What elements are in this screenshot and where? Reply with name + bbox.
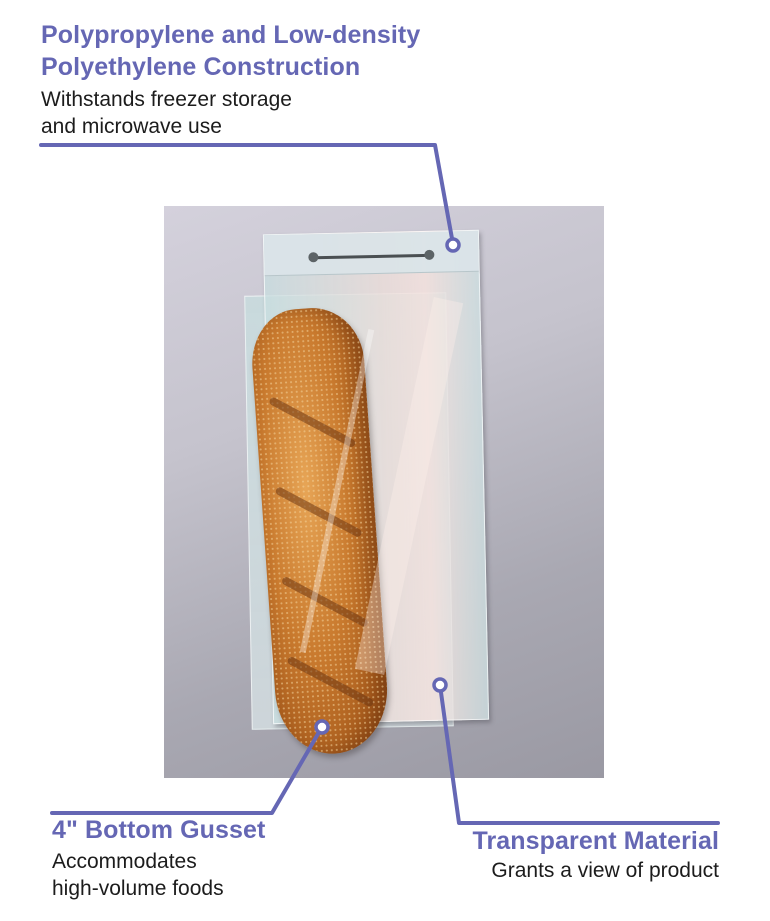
callout-description: and microwave use bbox=[41, 115, 222, 138]
callout-description: high-volume foods bbox=[52, 877, 224, 900]
bread-score bbox=[280, 575, 370, 628]
callout-title: 4" Bottom Gusset bbox=[52, 816, 266, 844]
callout-description: Accommodates bbox=[52, 850, 197, 873]
product-photo bbox=[164, 206, 604, 778]
bag-header-strip bbox=[263, 230, 479, 277]
callout-title: Transparent Material bbox=[472, 827, 719, 855]
callout-description: Withstands freezer storage bbox=[41, 88, 292, 111]
callout-description: Grants a view of product bbox=[491, 859, 719, 882]
bread-score bbox=[274, 485, 363, 539]
bread-score bbox=[268, 396, 357, 449]
callout-title: Polyethylene Construction bbox=[41, 53, 361, 81]
callout-title: Polypropylene and Low-density bbox=[41, 21, 421, 49]
wicket-wire bbox=[312, 253, 431, 260]
